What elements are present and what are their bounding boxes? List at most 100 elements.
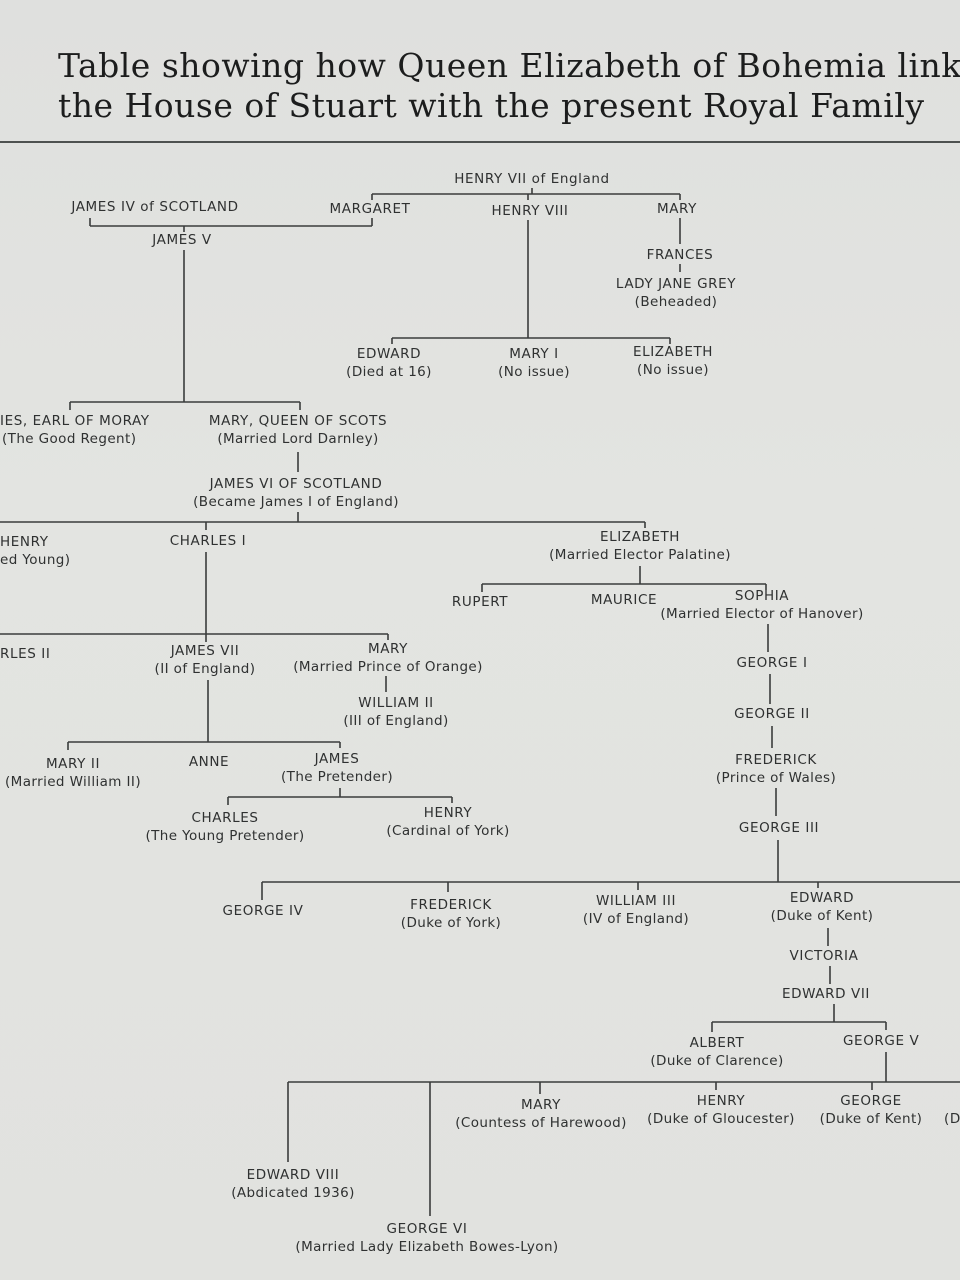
person-name: MAURICE xyxy=(590,592,658,608)
person-name: MARY II xyxy=(45,756,101,772)
person-george-kent: GEORGE (Duke of Kent) xyxy=(820,1092,923,1128)
person-note: (IV of England) xyxy=(582,911,690,927)
person-note: (Married Elector of Hanover) xyxy=(660,606,864,622)
person-henry-vii: HENRY VII of England xyxy=(454,170,609,188)
person-george-vi: GEORGE VI (Married Lady Elizabeth Bowes-… xyxy=(295,1220,558,1256)
person-henry-gloucester: HENRY (Duke of Gloucester) xyxy=(647,1092,795,1128)
person-note: (Died at 16) xyxy=(346,364,432,380)
person-name: EDWARD VIII xyxy=(246,1167,340,1183)
person-margaret: MARGARET xyxy=(330,200,411,218)
person-maurice: MAURICE xyxy=(591,591,657,609)
person-rupert: RUPERT xyxy=(452,593,508,611)
person-edward-vi: EDWARD (Died at 16) xyxy=(346,345,432,381)
person-name: VICTORIA xyxy=(789,948,859,964)
person-james-vi: JAMES VI OF SCOTLAND (Became James I of … xyxy=(193,475,399,511)
person-name: GEORGE I xyxy=(736,655,808,671)
person-name: EDWARD VII xyxy=(781,986,871,1002)
person-george-iii: GEORGE III xyxy=(739,819,819,837)
person-name: MARY I xyxy=(509,346,559,362)
person-note: (Duke of Kent) xyxy=(770,908,874,924)
title-line-2: the House of Stuart with the present Roy… xyxy=(58,86,925,125)
person-name: CHARLES I xyxy=(169,533,247,549)
person-victoria: VICTORIA xyxy=(790,947,859,965)
person-lady-jane-grey: LADY JANE GREY (Beheaded) xyxy=(616,275,736,311)
person-albert: ALBERT (Duke of Clarence) xyxy=(650,1034,783,1070)
person-name: CHARLES xyxy=(191,810,259,826)
person-note: (Became James I of England) xyxy=(193,494,399,510)
person-henry-prince: HENRY ed Young) xyxy=(0,533,70,569)
person-note: (Beheaded) xyxy=(634,294,718,310)
person-elizabeth-bohemia: ELIZABETH (Married Elector Palatine) xyxy=(549,528,731,564)
person-note: (Countess of Harewood) xyxy=(455,1115,627,1131)
person-name: HENRY xyxy=(696,1093,746,1109)
person-name: EDWARD xyxy=(356,346,422,362)
person-name: HENRY VII of England xyxy=(454,171,610,187)
person-mary-tudor: MARY xyxy=(657,200,697,218)
person-note: (Prince of Wales) xyxy=(715,770,837,786)
person-frances: FRANCES xyxy=(647,246,714,264)
person-james-vii: JAMES VII (II of England) xyxy=(155,642,256,678)
person-george-iv: GEORGE IV xyxy=(223,902,304,920)
person-note: (Married Lady Elizabeth Bowes-Lyon) xyxy=(295,1239,559,1255)
person-edward-viii: EDWARD VIII (Abdicated 1936) xyxy=(231,1166,355,1202)
person-name: WILLIAM II xyxy=(358,695,434,711)
person-name: HENRY VIII xyxy=(491,203,569,219)
person-note: (Cardinal of York) xyxy=(386,823,510,839)
person-mary-queen-of-scots: MARY, QUEEN OF SCOTS (Married Lord Darnl… xyxy=(209,412,387,448)
person-note: ed Young) xyxy=(0,552,71,568)
page-title: Table showing how Queen Elizabeth of Boh… xyxy=(58,46,960,126)
person-edge-cutoff: (D xyxy=(944,1110,960,1128)
person-mary-orange: MARY (Married Prince of Orange) xyxy=(293,640,483,676)
person-james-iv: JAMES IV of SCOTLAND xyxy=(71,198,238,216)
person-note: (III of England) xyxy=(343,713,449,729)
person-earl-of-moray: IES, EARL OF MORAY (The Good Regent) xyxy=(0,412,150,448)
person-note: (Abdicated 1936) xyxy=(231,1185,355,1201)
person-name: FREDERICK xyxy=(735,752,817,768)
person-note: (Duke of Gloucester) xyxy=(647,1111,795,1127)
person-name: RLES II xyxy=(0,646,51,662)
person-name: JAMES VII xyxy=(170,643,240,659)
person-name: ANNE xyxy=(188,754,230,770)
person-henry-viii: HENRY VIII xyxy=(491,202,568,220)
person-note: (Duke of York) xyxy=(400,915,502,931)
person-name: MARY xyxy=(656,201,698,217)
person-elizabeth-i: ELIZABETH (No issue) xyxy=(633,343,713,379)
person-name: GEORGE II xyxy=(734,706,810,722)
person-name: JAMES IV of SCOTLAND xyxy=(71,199,239,215)
person-name: MARY xyxy=(367,641,409,657)
person-name: FRANCES xyxy=(646,247,714,263)
person-frederick-wales: FREDERICK (Prince of Wales) xyxy=(716,751,836,787)
person-name: LADY JANE GREY xyxy=(615,276,737,292)
person-edward-kent: EDWARD (Duke of Kent) xyxy=(771,889,874,925)
person-charles-young-pretender: CHARLES (The Young Pretender) xyxy=(145,809,304,845)
person-name: JAMES xyxy=(314,751,360,767)
person-george-ii: GEORGE II xyxy=(734,705,810,723)
person-name: FREDERICK xyxy=(410,897,492,913)
person-name: GEORGE V xyxy=(843,1033,920,1049)
person-name: GEORGE VI xyxy=(386,1221,468,1237)
person-anne: ANNE xyxy=(189,753,229,771)
person-mary-i: MARY I (No issue) xyxy=(498,345,570,381)
person-henry-cardinal: HENRY (Cardinal of York) xyxy=(386,804,509,840)
person-name: IES, EARL OF MORAY xyxy=(0,413,150,429)
person-note: (Duke of Kent) xyxy=(819,1111,923,1127)
person-note: (No issue) xyxy=(498,364,570,380)
person-name: MARY xyxy=(520,1097,562,1113)
person-name: JAMES VI OF SCOTLAND xyxy=(209,476,383,492)
person-note: (II of England) xyxy=(154,661,256,677)
person-name: MARGARET xyxy=(329,201,411,217)
person-name: MARY, QUEEN OF SCOTS xyxy=(208,413,388,429)
title-line-1: Table showing how Queen Elizabeth of Boh… xyxy=(58,46,960,85)
person-charles-ii: RLES II xyxy=(0,645,50,663)
person-name: GEORGE III xyxy=(738,820,820,836)
person-james-v: JAMES V xyxy=(152,231,211,249)
person-mary-ii: MARY II (Married William II) xyxy=(5,755,141,791)
person-note: (Married William II) xyxy=(5,774,141,790)
person-name: EDWARD xyxy=(789,890,855,906)
person-james-pretender: JAMES (The Pretender) xyxy=(281,750,393,786)
person-name: ELIZABETH xyxy=(632,344,714,360)
person-charles-i: CHARLES I xyxy=(170,532,247,550)
person-note: (Married Prince of Orange) xyxy=(293,659,483,675)
person-mary-harewood: MARY (Countess of Harewood) xyxy=(455,1096,627,1132)
